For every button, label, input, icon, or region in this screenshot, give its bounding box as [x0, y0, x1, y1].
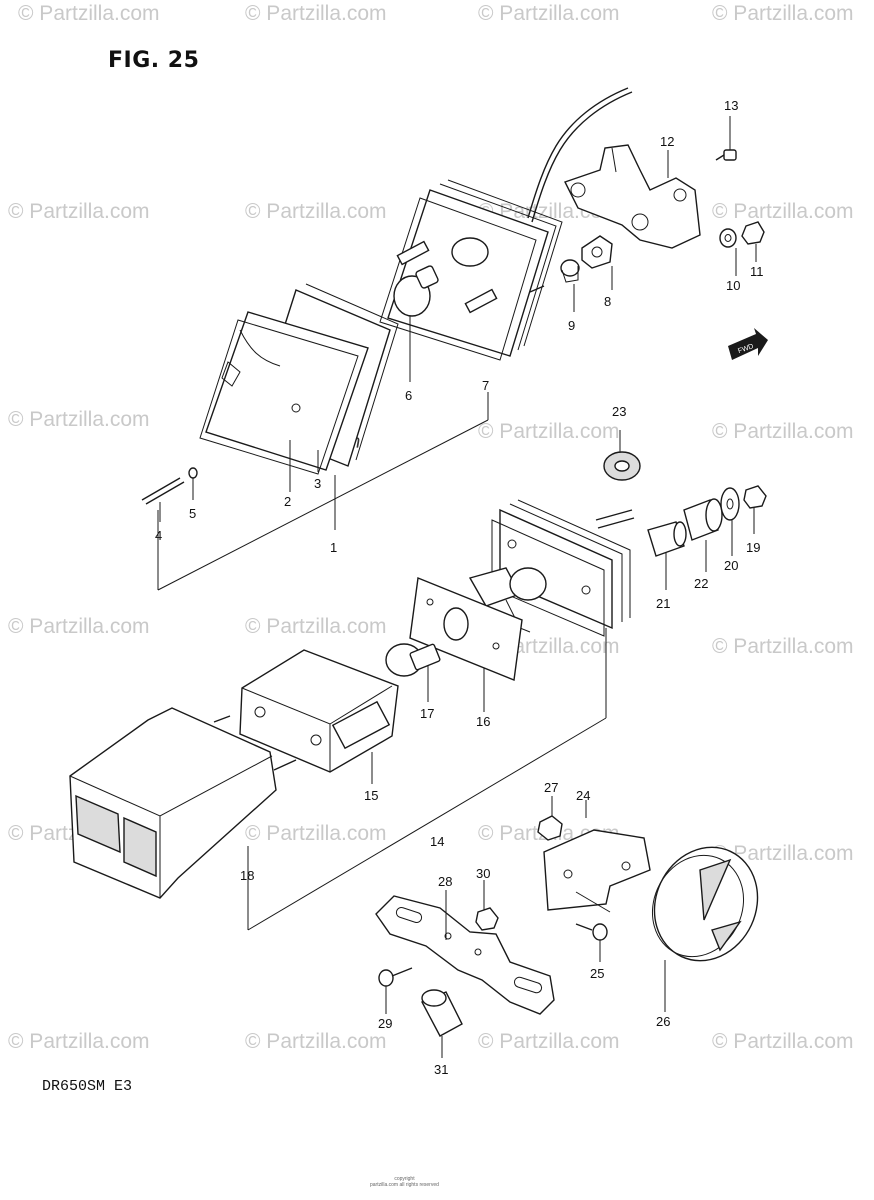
callout-6: 6	[405, 388, 412, 403]
bracket-part-12	[564, 144, 701, 249]
callout-31: 31	[434, 1062, 448, 1077]
screw-part-25	[575, 923, 608, 941]
callout-25: 25	[590, 966, 604, 981]
watermark: © Partzilla.com	[245, 615, 387, 638]
callout-19: 19	[746, 540, 760, 555]
nut-part-30	[475, 907, 499, 931]
bulb-part-17	[385, 643, 441, 677]
watermark: © Partzilla.com	[712, 200, 854, 223]
watermark: © Partzilla.com	[245, 822, 387, 845]
lamp-housing-part-7	[379, 179, 563, 361]
watermark: © Partzilla.com	[18, 2, 160, 25]
callout-14: 14	[430, 834, 444, 849]
fwd-arrow-icon: FWD	[728, 328, 768, 360]
nut-part-11	[741, 221, 765, 245]
watermark: © Partzilla.com	[8, 615, 150, 638]
collar-part-9	[560, 259, 580, 283]
bracket-part-24	[543, 829, 651, 911]
callout-10: 10	[726, 278, 740, 293]
callout-1: 1	[330, 540, 337, 555]
callout-2: 2	[284, 494, 291, 509]
callout-18: 18	[240, 868, 254, 883]
grommet-part-23	[603, 451, 641, 481]
footer-line-1: copyright	[394, 1176, 415, 1182]
callout-20: 20	[724, 558, 738, 573]
callout-7: 7	[482, 378, 489, 393]
callout-17: 17	[420, 706, 434, 721]
callout-12: 12	[660, 134, 674, 149]
plate-bracket-part-28	[375, 895, 555, 1015]
watermark: © Partzilla.com	[478, 2, 620, 25]
callout-5: 5	[189, 506, 196, 521]
wire-harness-upper	[531, 91, 633, 223]
callout-27: 27	[544, 780, 558, 795]
watermark: © Partzilla.com	[8, 1030, 150, 1053]
lens-part-2	[199, 311, 369, 475]
footer-line-2: partzilla.com all rights reserved	[370, 1182, 439, 1188]
callout-26: 26	[656, 1014, 670, 1029]
grommet-part-22	[683, 498, 723, 541]
watermark: © Partzilla.com	[478, 1030, 620, 1053]
washer-part-20	[720, 487, 740, 521]
callout-28: 28	[438, 874, 452, 889]
watermark: © Partzilla.com	[712, 635, 854, 658]
lens-part-18	[69, 707, 297, 899]
watermark: © Partzilla.com	[245, 200, 387, 223]
callout-15: 15	[364, 788, 378, 803]
watermark: © Partzilla.com	[712, 420, 854, 443]
callout-4: 4	[155, 528, 162, 543]
callout-16: 16	[476, 714, 490, 729]
holder-plate-part-16	[409, 577, 523, 681]
wire-harness-upper-edge	[527, 87, 629, 219]
screw-part-4	[141, 477, 181, 501]
callout-29: 29	[378, 1016, 392, 1031]
callout-9: 9	[568, 318, 575, 333]
spacer-part-31	[421, 989, 463, 1037]
model-code: DR650SM E3	[42, 1078, 133, 1095]
watermark: © Partzilla.com	[712, 842, 854, 865]
bulb-part-6	[393, 265, 439, 317]
callout-23: 23	[612, 404, 626, 419]
nut-part-27	[537, 815, 563, 841]
watermark: © Partzilla.com	[245, 2, 387, 25]
watermark: © Partzilla.com	[712, 1030, 854, 1053]
callout-11: 11	[750, 264, 764, 279]
grommet-part-8	[581, 235, 613, 269]
footer-copyright: copyright partzilla.com all rights reser…	[370, 1176, 439, 1188]
collar-part-21	[647, 521, 687, 557]
washer-part-10	[719, 228, 737, 248]
watermark: © Partzilla.com	[478, 420, 620, 443]
callout-3: 3	[314, 476, 321, 491]
callout-24: 24	[576, 788, 590, 803]
watermark: © Partzilla.com	[8, 200, 150, 223]
callout-30: 30	[476, 866, 490, 881]
figure-title: FIG. 25	[108, 48, 200, 73]
screw-part-29	[378, 967, 413, 987]
leader-lines	[157, 116, 757, 1058]
callout-21: 21	[656, 596, 670, 611]
callout-13: 13	[724, 98, 738, 113]
watermark: © Partzilla.com	[245, 1030, 387, 1053]
nut-part-19	[743, 485, 767, 509]
watermark: © Partzilla.com	[8, 408, 150, 431]
reflector-part-15	[239, 649, 399, 773]
callout-numbers: 1 2 3 4 5 6 7 8 9 10 11 12 13 14 15 16 1…	[155, 98, 764, 1077]
callout-8: 8	[604, 294, 611, 309]
washer-part-5	[188, 467, 198, 479]
callout-22: 22	[694, 576, 708, 591]
socket-assembly	[468, 567, 547, 633]
lamp-base-part-14	[491, 499, 631, 637]
screw-part-13	[715, 149, 737, 161]
watermark: © Partzilla.com	[712, 2, 854, 25]
reflector-part-26	[651, 846, 759, 962]
wire-harness-lower	[595, 509, 633, 521]
